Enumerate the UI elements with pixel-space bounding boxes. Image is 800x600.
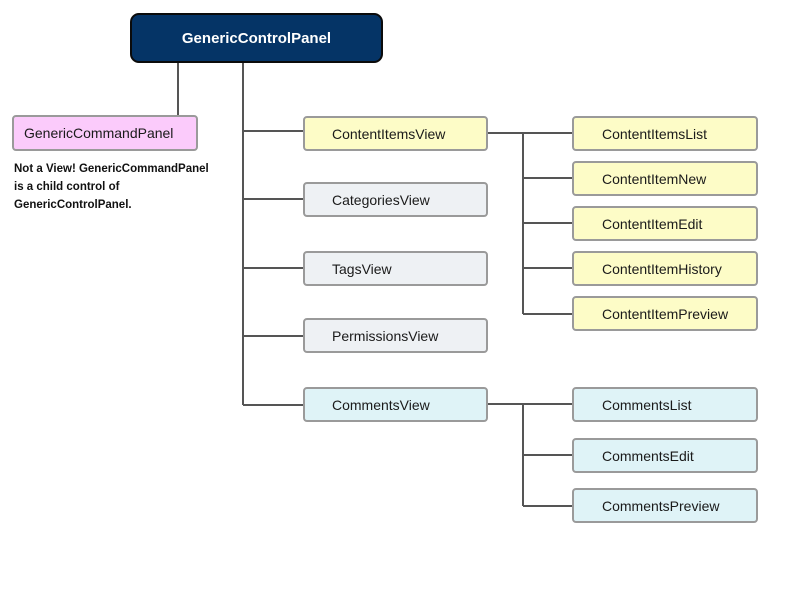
view-node-label: TagsView: [332, 260, 392, 277]
command-panel-label: GenericCommandPanel: [24, 125, 174, 141]
view-node-label: CategoriesView: [332, 191, 430, 208]
leaf-node-label: CommentsPreview: [602, 497, 720, 514]
view-node-label: PermissionsView: [332, 327, 439, 344]
leaf-node-comments-edit: CommentsEdit: [572, 438, 758, 473]
leaf-node-label: CommentsEdit: [602, 447, 694, 464]
leaf-node-content-items-list: ContentItemsList: [572, 116, 758, 151]
command-panel-node: GenericCommandPanel: [12, 115, 198, 151]
view-node-label: ContentItemsView: [332, 125, 446, 142]
leaf-node-content-item-new: ContentItemNew: [572, 161, 758, 196]
leaf-node-comments-list: CommentsList: [572, 387, 758, 422]
leaf-node-label: ContentItemPreview: [602, 305, 729, 322]
view-node-content-items: ContentItemsView: [303, 116, 488, 151]
leaf-node-content-item-history: ContentItemHistory: [572, 251, 758, 286]
command-panel-note: Not a View! GenericCommandPanel is a chi…: [14, 163, 209, 211]
view-node-permissions: PermissionsView: [303, 318, 488, 353]
root-node-label: GenericControlPanel: [181, 29, 332, 47]
leaf-node-label: ContentItemNew: [602, 170, 707, 187]
view-node-tags: TagsView: [303, 251, 488, 286]
view-node-categories: CategoriesView: [303, 182, 488, 217]
leaf-node-label: ContentItemEdit: [602, 215, 703, 232]
leaf-node-content-item-preview: ContentItemPreview: [572, 296, 758, 331]
view-node-comments: CommentsView: [303, 387, 488, 422]
leaf-node-content-item-edit: ContentItemEdit: [572, 206, 758, 241]
view-node-label: CommentsView: [332, 396, 430, 413]
root-node: GenericControlPanel: [130, 13, 383, 63]
leaf-node-comments-preview: CommentsPreview: [572, 488, 758, 523]
leaf-node-label: ContentItemsList: [602, 125, 708, 142]
leaf-node-label: CommentsList: [602, 396, 692, 413]
leaf-node-label: ContentItemHistory: [602, 260, 722, 277]
